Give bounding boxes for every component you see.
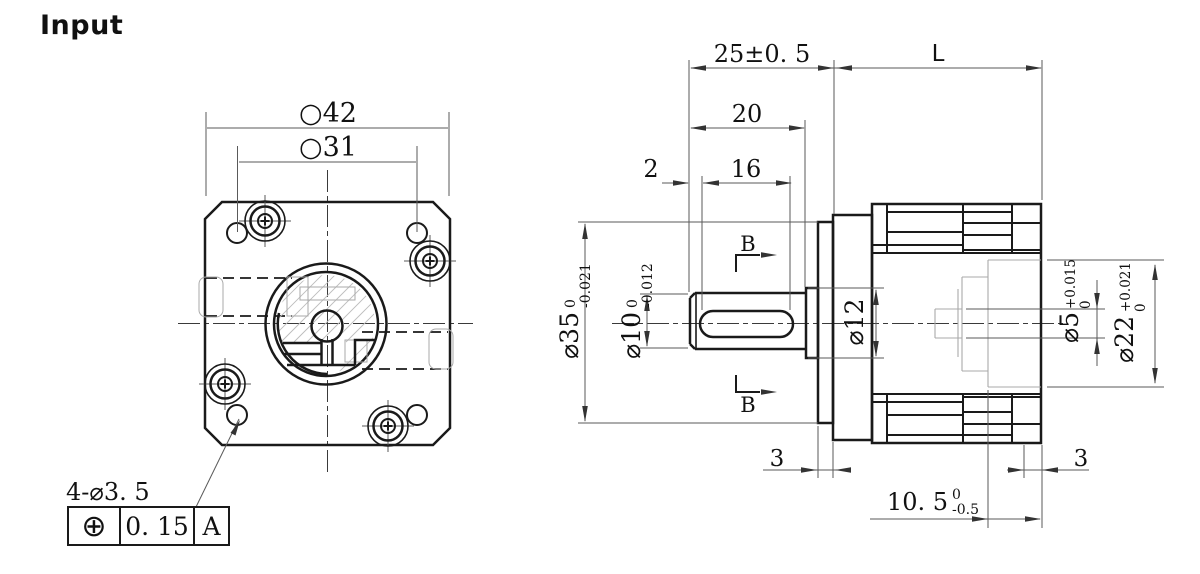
dim-L-label: L <box>932 41 945 67</box>
bottom-ear-section <box>872 393 1041 443</box>
keyway-slot <box>698 309 795 339</box>
top-ear-section <box>872 204 1041 254</box>
dim-31-label: ○31 <box>299 132 357 163</box>
dim-16-label: 16 <box>731 155 762 183</box>
dia10-upper-tol: 0 <box>625 299 641 308</box>
leader-arrow <box>230 420 240 436</box>
gearbox-body <box>870 202 1043 445</box>
dia22-upper-tol: +0.021 <box>1118 262 1134 312</box>
fcf-datum: A <box>201 512 221 541</box>
screw-bottom-left <box>199 358 251 410</box>
dim-3-right-label: 3 <box>1074 446 1089 472</box>
depth-upper-tol: 0 <box>952 487 961 503</box>
leader-line <box>195 418 240 508</box>
fcf-tolerance: 0. 15 <box>125 512 189 541</box>
screw-top-left <box>239 195 291 247</box>
side-tab-left <box>198 276 224 318</box>
side-view: B B <box>555 40 1164 528</box>
dim-42-label: ○42 <box>299 98 357 129</box>
hidden-screw-profile <box>286 276 309 317</box>
dia10-lower-tol: -0.012 <box>640 263 656 308</box>
screw-top-right <box>404 235 456 287</box>
section-label: B <box>740 232 755 256</box>
dia5-value: ⌀5 <box>1055 312 1084 343</box>
dim-dia35: ⌀35 0 -0.021 <box>555 263 594 359</box>
pilot-boss <box>816 220 835 425</box>
dia22-lower-tol: 0 <box>1133 303 1149 312</box>
page-title: Input <box>40 10 124 41</box>
hole-callout-label: 4-⌀3. 5 <box>66 478 150 506</box>
extension-lines <box>578 60 1164 528</box>
bearing-outer-circle <box>264 262 388 386</box>
section-mark-lower: B <box>735 375 777 417</box>
dim-dia10: ⌀10 0 -0.012 <box>617 263 656 359</box>
depth-value: 10. 5 <box>887 488 948 516</box>
input-shaft <box>688 291 806 351</box>
front-view: ○42 ○31 4-⌀3. 5 ⊕ 0. 15 A <box>66 98 473 546</box>
dia5-lower-tol: 0 <box>1078 300 1094 309</box>
bearing-inner-circle <box>272 270 380 378</box>
dim-3-left-label: 3 <box>770 446 785 472</box>
dim-20-label: 20 <box>732 100 763 128</box>
position-symbol-icon: ⊕ <box>81 509 106 544</box>
dia35-upper-tol: 0 <box>563 299 579 308</box>
screw-bottom-right <box>362 400 414 452</box>
dimension-arrows <box>582 65 1158 522</box>
dia5-upper-tol: +0.015 <box>1063 259 1079 309</box>
dia12-value: ⌀12 <box>840 299 869 346</box>
dim-dia22: ⌀22 +0.021 0 <box>1110 262 1149 363</box>
dim-dia5: ⌀5 +0.015 0 <box>1055 259 1094 343</box>
dia35-lower-tol: -0.021 <box>578 263 594 308</box>
dim-2-label: 2 <box>643 155 658 183</box>
hidden-bore-steps <box>934 259 1041 388</box>
shaft-bore <box>310 309 344 343</box>
section-label: B <box>740 393 755 417</box>
depth-lower-tol: -0.5 <box>952 502 979 518</box>
dim-25-label: 25±0. 5 <box>714 40 810 68</box>
side-tab-right <box>428 328 454 370</box>
dim-dia12: ⌀12 <box>840 299 869 346</box>
mounting-hole <box>406 404 428 426</box>
dia10-value: ⌀10 <box>617 312 646 359</box>
dia22-value: ⌀22 <box>1110 316 1139 363</box>
hub-step-notch <box>353 338 376 365</box>
section-mark-upper: B <box>735 232 777 272</box>
feature-control-frame: ⊕ 0. 15 A <box>67 506 230 546</box>
dia35-value: ⌀35 <box>555 312 584 359</box>
dim-depth-10-5: 10. 5 0 -0.5 <box>887 487 979 518</box>
hidden-screw-profile <box>299 286 356 301</box>
flange-outline <box>203 200 452 447</box>
